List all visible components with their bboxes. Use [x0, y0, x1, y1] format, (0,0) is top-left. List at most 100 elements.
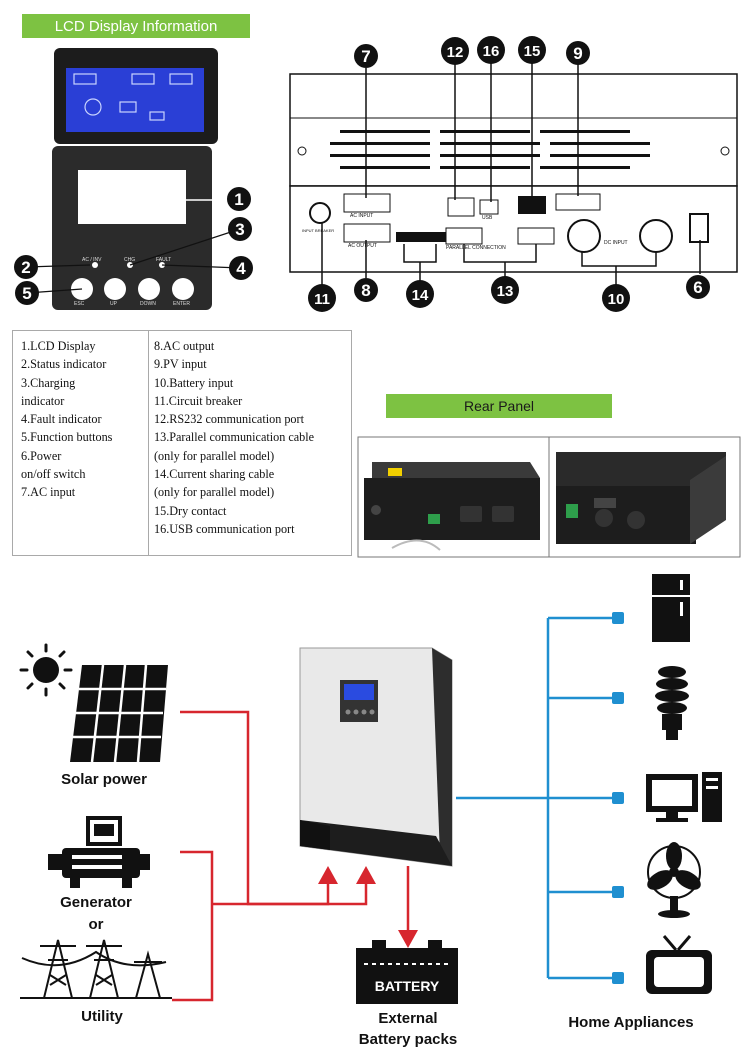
fridge-icon [652, 574, 690, 642]
legend-item: 10.Battery input [154, 375, 234, 390]
rear-photo-left [364, 462, 540, 551]
legend-item: indicator [21, 393, 65, 408]
legend-item: 3.Charging [21, 375, 76, 390]
generator-label: Generator [60, 894, 132, 911]
rear-panel-title: Rear Panel [463, 398, 535, 414]
indicator-label-chg: CHG [124, 257, 136, 263]
plug-icons [612, 612, 624, 984]
legend-item: 15.Dry contact [154, 503, 227, 518]
battery-text: BATTERY [374, 978, 440, 994]
callout-16: 16 [477, 36, 505, 64]
callout-14: 14 [406, 280, 434, 308]
callout-15: 15 [518, 36, 546, 64]
callout-11: 11 [308, 284, 336, 312]
utility-pylon-icon [20, 939, 172, 999]
port-label-dc-input: DC INPUT [604, 240, 628, 246]
external-battery-label-line2: Battery packs [358, 1031, 458, 1048]
legend-item: 8.AC output [154, 339, 215, 353]
callout-leader-line [129, 228, 241, 266]
computer-icon [646, 772, 722, 822]
legend-item: 2.Status indicator [21, 357, 107, 372]
callout-number: 7 [361, 47, 370, 66]
callout-8: 8 [354, 278, 378, 302]
callout-2: 2 [14, 255, 38, 279]
light-bulb-icon [655, 666, 689, 740]
port-label-usb: USB [482, 215, 493, 221]
callout-number: 3 [235, 220, 244, 239]
solar-power-label: Solar power [61, 771, 147, 788]
port-label-breaker: INPUT BREAKER [302, 228, 335, 233]
legend-item: (only for parallel model) [154, 485, 275, 500]
callout-number: 9 [573, 44, 582, 63]
legend-column-1: 1.LCD Display 2.Status indicator 3.Charg… [21, 337, 112, 502]
legend-item: 12.RS232 communication port [154, 412, 304, 427]
legend-item: 7.AC input [21, 485, 76, 500]
external-battery-label-line1: External [378, 1010, 438, 1027]
callout-number: 13 [497, 283, 514, 300]
button-label-down: DOWN [140, 301, 156, 307]
solar-panel-icon [70, 664, 168, 763]
legend-item: 13.Parallel communication cable [154, 430, 315, 445]
lcd-info-banner: LCD Display Information [22, 14, 250, 38]
legend-item: 5.Function buttons [21, 430, 113, 445]
callout-number: 15 [524, 43, 541, 60]
callout-5: 5 [15, 281, 39, 305]
indicator-label-ac: AC / INV [82, 257, 102, 263]
callout-leader-line [161, 264, 242, 269]
callout-number: 2 [21, 258, 30, 277]
callout-13: 13 [491, 276, 519, 304]
battery-icon [356, 940, 458, 1004]
callout-number: 12 [447, 44, 464, 61]
sun-icon [19, 643, 73, 697]
generator-icon [48, 816, 150, 888]
legend-item: 9.PV input [154, 357, 207, 372]
legend-item: (only for parallel model) [154, 448, 275, 463]
legend-table: 1.LCD Display 2.Status indicator 3.Charg… [12, 330, 352, 556]
callout-number: 1 [234, 190, 243, 209]
rear-photo-right [556, 452, 726, 544]
callout-1: 1 [227, 187, 251, 211]
lcd-info-title: LCD Display Information [54, 17, 218, 35]
fan-icon [647, 842, 701, 918]
port-label-parallel: PARALLEL CONNECTION [446, 245, 506, 251]
button-label-esc: ESC [74, 301, 85, 307]
legend-item: 14.Current sharing cable [154, 467, 275, 482]
callout-4: 4 [229, 256, 253, 280]
callout-number: 10 [608, 291, 625, 308]
tv-icon [646, 935, 712, 994]
inverter-icon [299, 647, 453, 867]
legend-item: 1.LCD Display [21, 339, 96, 353]
callout-3: 3 [228, 217, 252, 241]
legend-column-2: 8.AC output 9.PV input 10.Battery input … [154, 337, 314, 538]
callout-number: 6 [693, 278, 702, 297]
button-label-up: UP [110, 301, 117, 307]
home-appliances-label: Home Appliances [568, 1014, 694, 1031]
button-label-enter: ENTER [173, 301, 190, 307]
callout-12: 12 [441, 37, 469, 65]
legend-item: 11.Circuit breaker [154, 393, 243, 408]
callout-number: 11 [314, 291, 330, 308]
utility-label: Utility [81, 1008, 123, 1025]
callout-9: 9 [566, 41, 590, 65]
legend-item: 6.Power [21, 448, 62, 463]
callout-number: 4 [236, 259, 246, 278]
callout-number: 5 [22, 284, 31, 303]
port-label-ac-output: AC OUTPUT [348, 243, 377, 249]
rear-panel-banner: Rear Panel [386, 394, 612, 418]
or-label: or [88, 916, 104, 933]
callout-number: 16 [483, 43, 500, 60]
legend-item: 4.Fault indicator [21, 412, 102, 427]
callout-10: 10 [602, 284, 630, 312]
indicator-label-fault: FAULT [156, 257, 172, 263]
callout-6: 6 [686, 275, 710, 299]
callout-number: 8 [361, 281, 370, 300]
legend-item: 16.USB communication port [154, 521, 295, 536]
port-label-ac-input: AC INPUT [350, 213, 374, 219]
callout-7: 7 [354, 44, 378, 68]
